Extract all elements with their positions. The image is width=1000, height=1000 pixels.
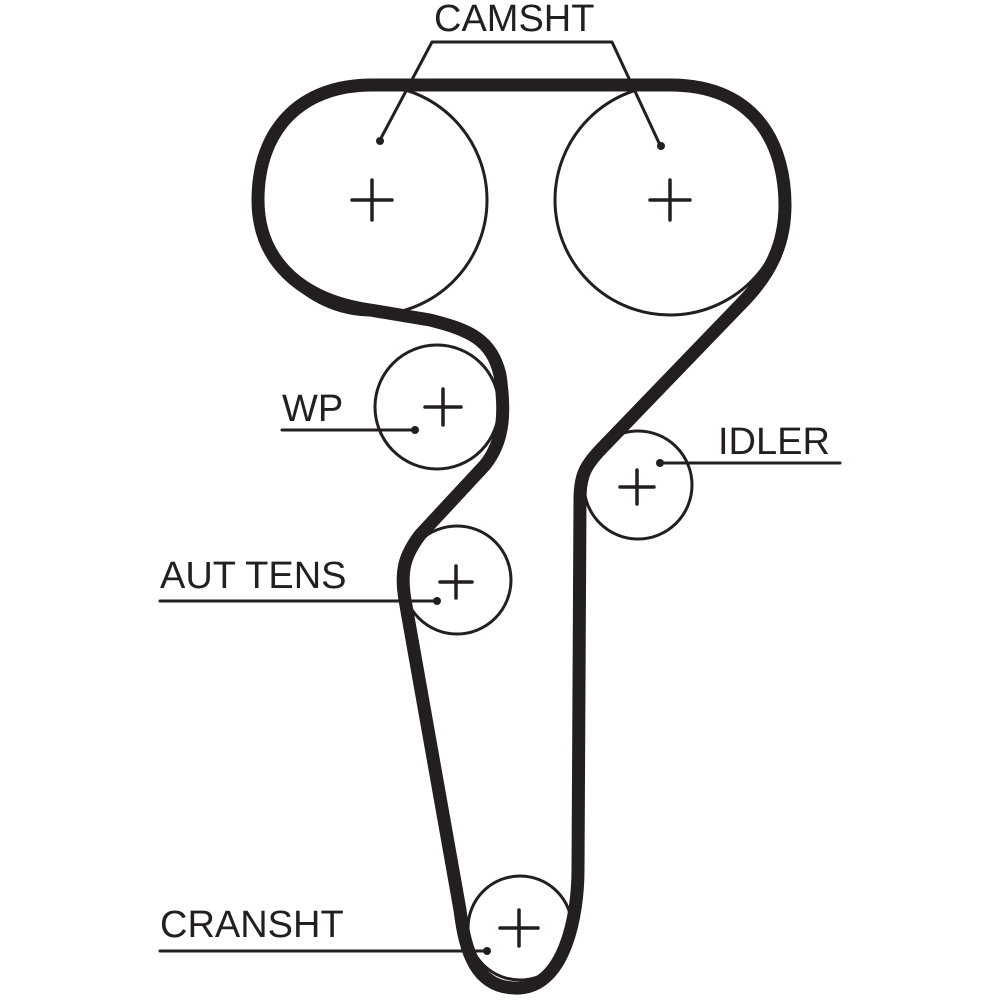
auto-tensioner-center-icon (438, 564, 474, 600)
camshaft-right-leader-dot (657, 142, 665, 150)
water-pump-label: WP (282, 388, 343, 430)
camshaft-label: CAMSHT (434, 0, 594, 40)
camshaft-leader-line (378, 40, 662, 147)
timing-belt (251, 78, 792, 995)
camshaft-left-center-icon (350, 178, 394, 222)
camshaft-right-center-icon (648, 178, 692, 222)
water-pump-leader-dot (411, 426, 419, 434)
auto-tensioner-leader-dot (433, 597, 441, 605)
crankshaft-label: CRANSHT (160, 904, 344, 946)
idler-label: IDLER (718, 421, 830, 463)
crankshaft-leader-dot (483, 947, 491, 955)
water-pump-center-icon (423, 387, 463, 427)
auto-tensioner-label: AUT TENS (160, 555, 347, 597)
camshaft-left-leader-dot (376, 137, 384, 145)
idler-center-icon (618, 468, 656, 506)
crankshaft-center-icon (498, 908, 540, 948)
idler-leader-dot (656, 459, 664, 467)
